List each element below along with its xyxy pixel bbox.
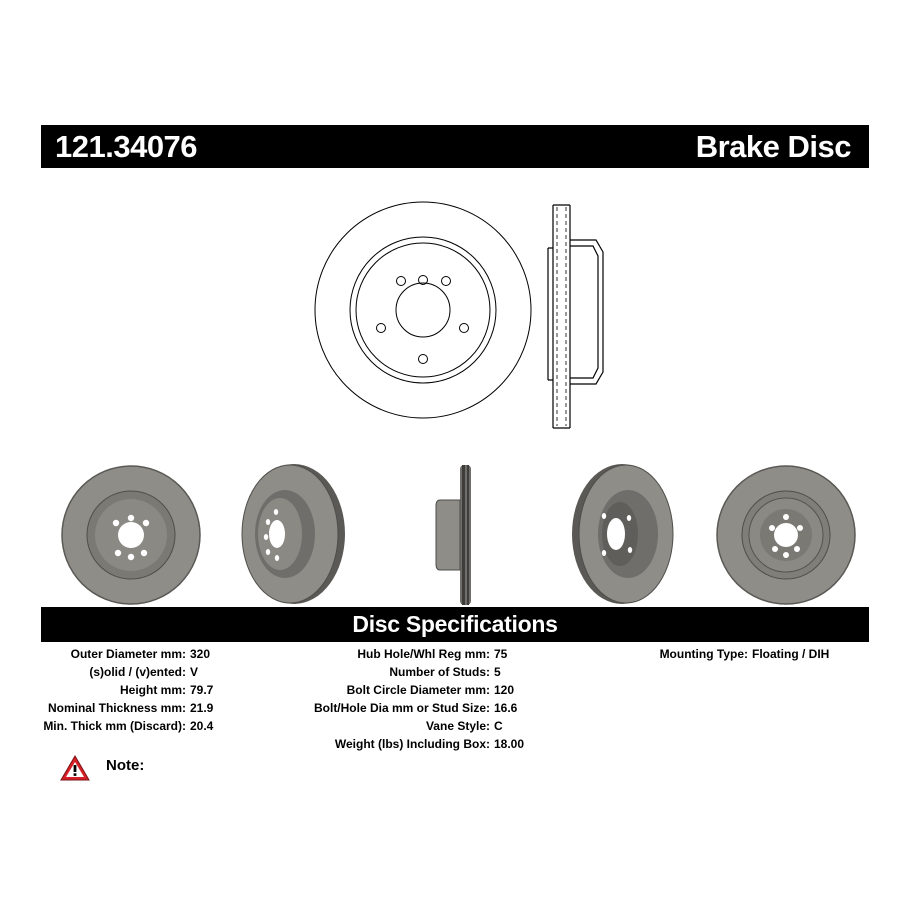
spec-label: Outer Diameter mm: — [70, 647, 186, 661]
spec-row: Outer Diameter mm: 320 — [40, 645, 210, 663]
spec-value: C — [494, 719, 503, 733]
spec-row: Mounting Type: Floating / DIH — [640, 645, 830, 663]
spec-label: Number of Studs: — [389, 665, 490, 679]
spec-label: Weight (lbs) Including Box: — [334, 737, 490, 751]
specs-column-2: Hub Hole/Whl Reg mm: 75 Number of Studs: 5… — [300, 645, 524, 753]
spec-label: Mounting Type: — [659, 647, 748, 661]
note-label: Note: — [106, 757, 145, 774]
product-type: Brake Disc — [695, 129, 852, 164]
specs-column-3: Mounting Type: Floating / DIH — [640, 645, 830, 663]
title-bar: 121.34076 Brake Disc — [41, 125, 869, 168]
spec-value: 18.00 — [494, 737, 525, 751]
spec-label: Hub Hole/Whl Reg mm: — [357, 647, 490, 661]
spec-value: 79.7 — [190, 683, 214, 697]
spec-row: Number of Studs: 5 — [300, 663, 500, 681]
spec-row: Vane Style: C — [300, 717, 503, 735]
spec-label: Vane Style: — [425, 719, 490, 733]
spec-label: Bolt Circle Diameter mm: — [346, 683, 490, 697]
spec-value: 320 — [190, 647, 211, 661]
spec-value: 5 — [494, 665, 501, 679]
spec-value: 120 — [494, 683, 515, 697]
spec-row: Min. Thick mm (Discard): 20.4 — [40, 717, 213, 735]
spec-row: Weight (lbs) Including Box: 18.00 — [300, 735, 524, 753]
spec-row: Hub Hole/Whl Reg mm: 75 — [300, 645, 507, 663]
spec-value: 75 — [494, 647, 508, 661]
spec-label: Height mm: — [120, 683, 186, 697]
spec-row: Nominal Thickness mm: 21.9 — [40, 699, 213, 717]
spec-row: Bolt/Hole Dia mm or Stud Size: 16.6 — [300, 699, 517, 717]
spec-label: Bolt/Hole Dia mm or Stud Size: — [313, 701, 490, 715]
spec-label: Min. Thick mm (Discard): — [43, 719, 186, 733]
spec-row: Bolt Circle Diameter mm: 120 — [300, 681, 514, 699]
spec-value: V — [190, 665, 199, 679]
spec-label: Nominal Thickness mm: — [47, 701, 186, 715]
part-number: 121.34076 — [55, 129, 198, 164]
specs-header: Disc Specifications — [352, 611, 558, 637]
spec-value: Floating / DIH — [752, 647, 830, 661]
warning-triangle-icon — [60, 755, 90, 781]
spec-row: Height mm: 79.7 — [40, 681, 213, 699]
spec-value: 20.4 — [190, 719, 214, 733]
specs-header-bar: Disc Specifications — [41, 607, 869, 642]
specs-column-1: Outer Diameter mm: 320 (s)olid / (v)ented… — [40, 645, 213, 735]
spec-value: 21.9 — [190, 701, 214, 715]
spec-label: (s)olid / (v)ented: — [89, 665, 186, 679]
spec-row: (s)olid / (v)ented: V — [40, 663, 198, 681]
spec-value: 16.6 — [494, 701, 518, 715]
